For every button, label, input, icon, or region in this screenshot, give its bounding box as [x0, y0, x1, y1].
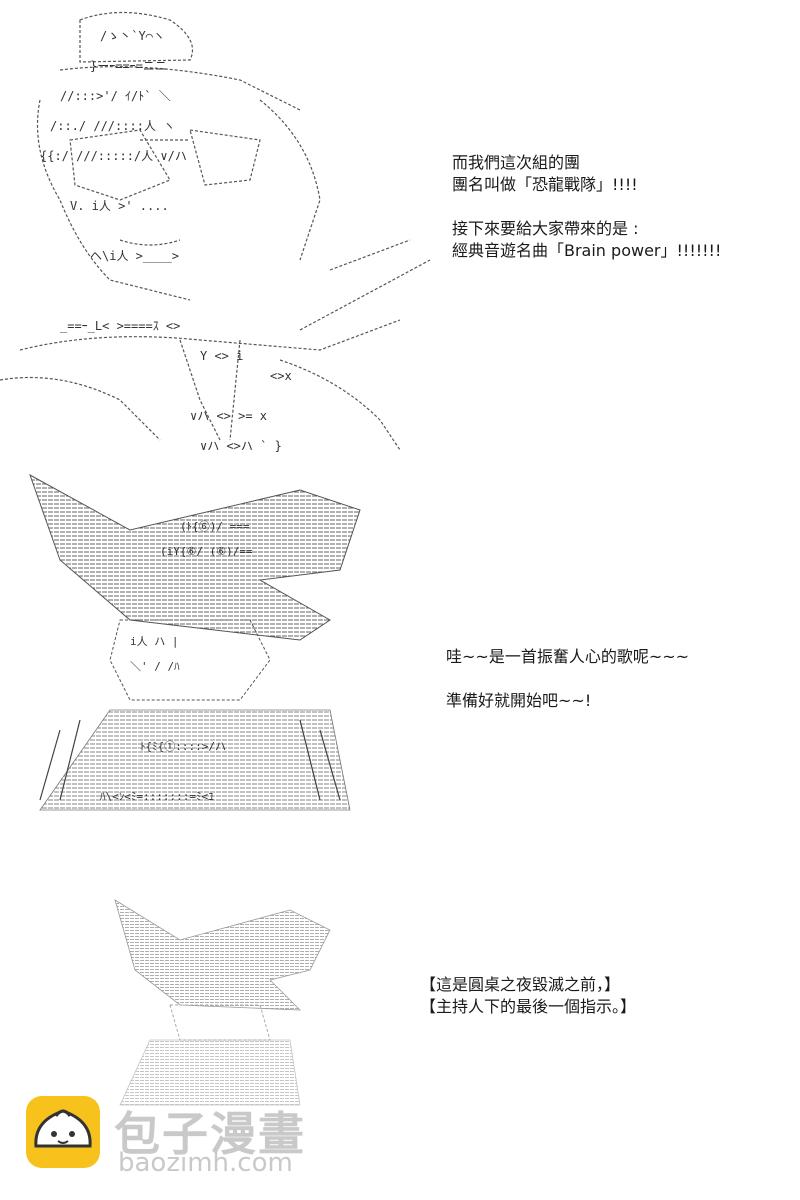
caption-line: 準備好就開始吧~~!	[446, 691, 592, 710]
caption-line: 而我們這次組的團	[452, 153, 581, 172]
svg-text:{{:/ ///:::::/人 ∨/ハ: {{:/ ///:::::/人 ∨/ハ	[40, 149, 187, 163]
svg-text:Y <> i: Y <> i	[200, 349, 243, 363]
panel-2-caption: 哇~~是一首振奮人心的歌呢~~~ 準備好就開始吧~~!	[446, 646, 689, 712]
svg-text:∨ハ <>ハ ` }: ∨ハ <>ハ ` }	[200, 439, 282, 453]
caption-line: 哇~~是一首振奮人心的歌呢~~~	[446, 647, 690, 666]
svg-text:ヘ\i人 >____>: ヘ\i人 >____>	[90, 249, 179, 263]
svg-text:_==ｰ_L< >====ｽ <>: _==ｰ_L< >====ｽ <>	[60, 319, 180, 333]
svg-text:∨ハ <> >= x: ∨ハ <> >= x	[190, 409, 267, 423]
svg-text:V. i人 >' ....: V. i人 >' ....	[70, 199, 169, 213]
bun-icon	[26, 1096, 100, 1168]
svg-text:(ﾄ{⑥)/ ===: (ﾄ{⑥)/ ===	[180, 520, 250, 533]
svg-text:ﾄ{ﾐ{①::::>/ハ: ﾄ{ﾐ{①::::>/ハ	[140, 740, 226, 753]
svg-text:/ゝ丶`Y⌒ヽ: /ゝ丶`Y⌒ヽ	[100, 29, 165, 43]
panel-1-art: /ゝ丶`Y⌒ヽ }ーｰ==ｰ=ニニ //:::>'/ ｲ/ﾄ` ＼ /::./ …	[0, 11, 431, 453]
caption-line: 【這是圓桌之夜毀滅之前，】	[420, 975, 621, 994]
watermark-logo: 包子漫畫 baozimh.com	[26, 1096, 326, 1180]
caption-line: 經典音遊名曲「Brain power」!!!!!!!	[452, 241, 722, 260]
panel-2-art: (ﾄ{⑥)/ === (iY{⑥/ (⑥)/== i人 ハ | ＼' / /ﾊ …	[29, 473, 361, 811]
panel-1-caption: 而我們這次組的團 團名叫做「恐龍戰隊」!!!! 接下來要給大家帶來的是 : 經典…	[452, 152, 721, 262]
svg-text:(iY{⑥/ (⑥)/==: (iY{⑥/ (⑥)/==	[160, 545, 253, 558]
panel-3-caption: 【這是圓桌之夜毀滅之前，】 【主持人下的最後一個指示。】	[420, 974, 636, 1018]
svg-text:<>x: <>x	[270, 369, 292, 383]
caption-line: 接下來要給大家帶來的是 :	[452, 219, 639, 238]
panel-2: (ﾄ{⑥)/ === (iY{⑥/ (⑥)/== i人 ハ | ＼' / /ﾊ …	[0, 470, 800, 820]
svg-text:ﾊ\<ﾝ<ﾐ=:::::::=ﾐ<ﾕ: ﾊ\<ﾝ<ﾐ=:::::::=ﾐ<ﾕ	[100, 790, 214, 803]
caption-line: 團名叫做「恐龍戰隊」!!!!	[452, 175, 638, 194]
watermark-url: baozimh.com	[118, 1148, 293, 1178]
svg-text:}ーｰ==ｰ=ニニ: }ーｰ==ｰ=ニニ	[90, 59, 167, 73]
panel-3: 【這是圓桌之夜毀滅之前，】 【主持人下的最後一個指示。】	[0, 890, 800, 1110]
svg-text:＼' / /ﾊ: ＼' / /ﾊ	[130, 660, 180, 673]
svg-text://:::>'/ ｲ/ﾄ` ＼: //:::>'/ ｲ/ﾄ` ＼	[60, 89, 171, 103]
panel-3-art	[114, 899, 331, 1106]
svg-text:i人 ハ |: i人 ハ |	[130, 635, 179, 648]
svg-text:/::./ ///::::人 ヽ: /::./ ///::::人 ヽ	[50, 119, 175, 133]
panel-1: /ゝ丶`Y⌒ヽ }ーｰ==ｰ=ニニ //:::>'/ ｲ/ﾄ` ＼ /::./ …	[0, 0, 800, 460]
watermark-name: 包子漫畫	[114, 1107, 306, 1161]
caption-line: 【主持人下的最後一個指示。】	[420, 997, 637, 1016]
